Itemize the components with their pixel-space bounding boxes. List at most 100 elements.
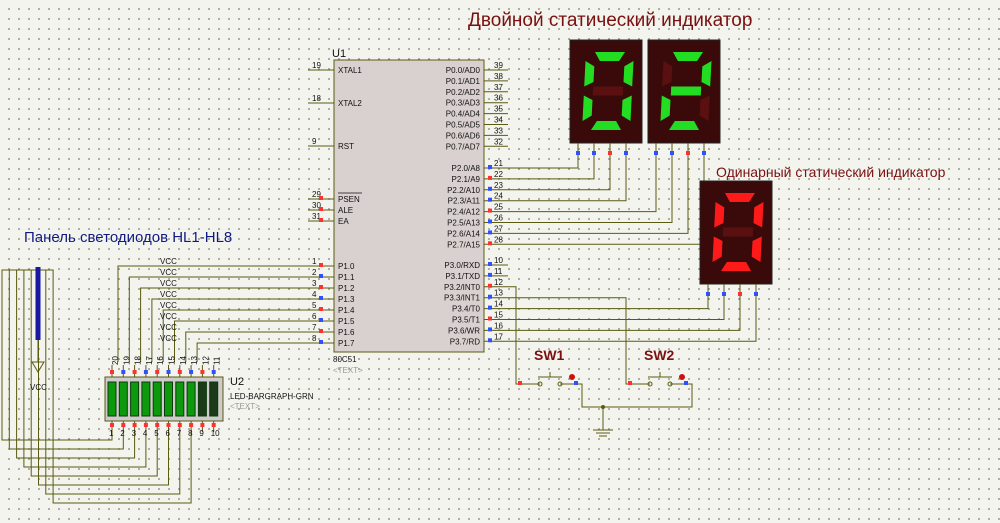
vcc-net-label: VCC (160, 279, 177, 288)
pin-state-marker (684, 381, 688, 385)
mcu-pin-name: P0.4/AD4 (446, 110, 481, 119)
mcu-ref: U1 (332, 48, 346, 60)
pin-state-marker (592, 151, 596, 155)
mcu-body[interactable] (333, 59, 485, 353)
mcu-pin-name: P0.6/AD6 (446, 131, 481, 140)
mcu-pin-number: 38 (494, 72, 503, 81)
mcu-pin-name: P1.4 (338, 306, 355, 315)
wire (508, 297, 640, 385)
mcu-pin-name: P2.1/A9 (452, 175, 481, 184)
mcu-pin-number: 14 (494, 300, 503, 309)
pin-state-marker (670, 151, 674, 155)
wire (8, 269, 124, 450)
pin-state-marker (738, 292, 742, 296)
pin-state-marker (110, 370, 114, 374)
pin-state-marker (722, 292, 726, 296)
wire (508, 286, 530, 385)
pin-state-marker (488, 305, 492, 310)
mcu-pin-number: 36 (494, 94, 503, 103)
vcc-net-label: VCC (160, 257, 177, 266)
wire (185, 331, 308, 362)
mcu-pin-name: P0.5/AD5 (446, 121, 481, 130)
pin-state-marker (166, 423, 171, 427)
pin-state-marker (702, 151, 706, 155)
mcu-pin-name: P3.2/INT0 (444, 283, 481, 292)
wire (508, 300, 757, 342)
mcu-pin-number: 10 (494, 256, 503, 265)
wire (508, 158, 657, 213)
bargraph-segment (141, 381, 151, 417)
segment-a (595, 52, 625, 61)
mcu-pin-number: 18 (312, 94, 321, 103)
mcu-pin-name: P1.7 (338, 339, 355, 348)
segment-f (714, 202, 725, 228)
mcu-pin-name: P3.4/T0 (452, 305, 481, 314)
mcu-pin-name: P2.4/A12 (447, 208, 480, 217)
mcu-pin-name: P1.0 (338, 262, 355, 271)
vcc-net-label: VCC (160, 334, 177, 343)
segment-c (621, 95, 632, 121)
bargraph-bottom-pin: 2 (120, 429, 125, 438)
wire (508, 158, 611, 191)
segment-b (753, 202, 764, 228)
bargraph-bottom-pin: 6 (166, 429, 171, 438)
bargraph-top-pin: 19 (122, 356, 131, 365)
pin-state-marker (488, 197, 492, 202)
switch-state-dot[interactable] (569, 374, 575, 380)
bargraph-top-pin: 17 (145, 356, 154, 365)
bargraph-segment (118, 381, 128, 417)
bargraph-top-pin: 14 (179, 356, 188, 365)
pin-state-marker (319, 307, 323, 311)
mcu-pin-number: 13 (494, 289, 503, 298)
bargraph-top-pin: 16 (156, 356, 165, 365)
mcu-pin-number: 27 (494, 224, 503, 233)
bargraph-bottom-pin: 7 (177, 429, 182, 438)
mcu-pin-number: 34 (494, 116, 503, 125)
mcu-pin-number: 23 (494, 181, 503, 190)
segment-b (623, 61, 634, 87)
segment-g (592, 86, 624, 96)
mcu-pin-number: 15 (494, 311, 503, 320)
pin-state-marker (189, 370, 194, 374)
pin-state-marker (686, 151, 690, 155)
pin-state-marker (211, 370, 216, 374)
mcu-pin-number: 12 (494, 278, 503, 287)
pin-state-marker (488, 175, 492, 180)
bargraph-bottom-pin: 8 (188, 429, 193, 438)
bargraph-segment (186, 381, 196, 417)
mcu-pin-name: P3.5/T1 (452, 316, 481, 325)
wire (508, 158, 579, 169)
mcu-pin-name: PSEN (338, 195, 360, 204)
bargraph-bottom-pin: 10 (211, 429, 220, 438)
pin-state-marker (488, 186, 492, 191)
mcu-pin-name: P2.3/A11 (448, 197, 481, 206)
mcu-pin-number: 1 (312, 257, 317, 266)
pin-state-marker (319, 329, 323, 333)
segment-e (712, 236, 723, 262)
segment-b (701, 61, 712, 87)
switch-state-dot[interactable] (679, 374, 685, 380)
pin-state-marker (132, 423, 137, 427)
wire (508, 300, 725, 320)
dual-display-title: Двойной статический индикатор (468, 10, 752, 31)
mcu-pin-number: 17 (494, 332, 503, 341)
pin-state-marker (488, 294, 492, 299)
pin-state-marker (189, 423, 194, 427)
pin-state-marker (488, 208, 492, 213)
mcu-right-pins: 39P0.0/AD038P0.1/AD137P0.2/AD236P0.3/AD3… (444, 61, 508, 346)
bargraph-bottom-pin: 3 (132, 429, 137, 438)
pin-state-marker (628, 381, 632, 385)
bargraph-top-pin: 15 (168, 356, 177, 365)
wires (1, 158, 757, 504)
mcu-pin-number: 28 (494, 235, 503, 244)
bargraph-segment (209, 381, 219, 417)
segment-c (699, 95, 710, 121)
mcu-pin-name: XTAL1 (338, 66, 362, 75)
vcc-net-label: VCC (160, 301, 177, 310)
mcu-pin-number: 30 (312, 201, 321, 210)
pin-state-marker (319, 263, 323, 267)
pin-state-marker (319, 196, 323, 200)
pin-state-marker (319, 274, 323, 278)
